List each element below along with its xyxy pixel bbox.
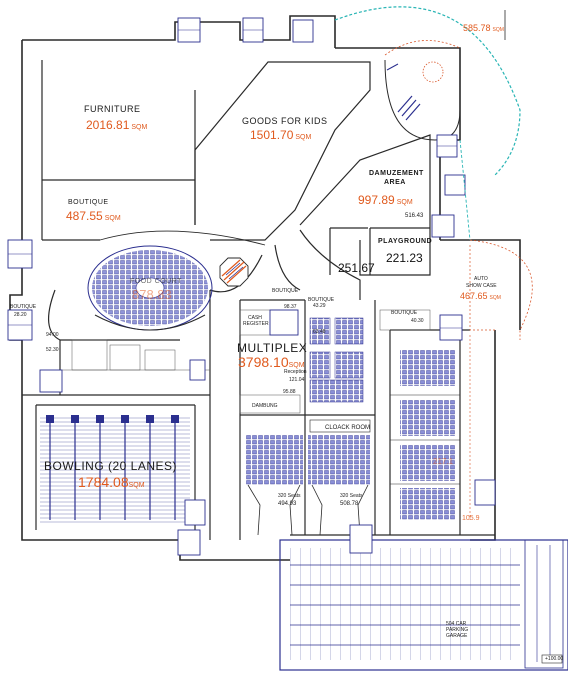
value-28-20: 28.20 [14,312,27,318]
boutique-small-1: BOUTIQUE [10,304,37,310]
value-52-30: 52.30 [46,347,59,353]
top-right-arc [334,6,521,176]
cinema-small-screens [309,317,364,403]
bowling-area: 1784.08SQM [78,474,145,490]
cash-register-line-2: REGISTER [243,321,269,327]
multiplex-label: MULTIPLEX [237,341,308,355]
boutique-small-4: BOUTIQUE [391,310,418,316]
parking-line-1: 504 CAR [446,621,467,627]
goods-for-kids-label: GOODS FOR KIDS [242,116,328,126]
right-corridor-orange [469,245,495,331]
playground-area: 221.23 [386,251,423,265]
room-251-area: 251.67 [338,261,375,275]
value-43-29: 43.29 [313,303,326,309]
cash-register-line-1: CASH [248,315,262,321]
multiplex-area: 3798.10SQM [238,354,305,370]
screen-b-seats: 320 Seats [340,493,363,499]
parking-line-3: GARAGE [446,633,468,639]
central-octagon [219,257,249,287]
value-94-00: 94.00 [46,332,59,338]
value-95-88: 95.88 [283,389,296,395]
value-121-04: 121.04 [289,377,305,383]
food-court-seating [87,245,213,331]
cinema-right-screens [390,350,460,520]
food-court-label: FOOD COURT [130,278,182,285]
playground-label: PLAYGROUND [378,238,433,245]
boutique-left-label: BOUTIQUE [68,199,109,206]
screen-b-area: 508.78 [340,501,359,507]
bowling-label: BOWLING (20 LANES) [44,459,178,473]
top-right-arc-inner [384,40,461,56]
right-curved-boundary [469,239,533,340]
screen-a-area: 494.93 [278,501,297,507]
top-right-circle-room [384,59,461,141]
cloak-room-label: CLOACK ROOM [325,425,371,431]
value-40-30: 40.30 [411,318,424,324]
right-screen-area-1: 217.1 [433,457,454,466]
service-core-details [8,29,462,329]
damuzement-label-1: DAMUZEMENT [369,170,424,177]
parking-line-2: PARKING [446,627,469,633]
right-corridor-dashes [459,139,471,241]
furniture-label: FURNITURE [84,104,141,114]
show-case-label-1: AUTO [474,276,488,282]
show-case-label-2: SHOW CASE [466,283,497,289]
boutique-small-2: BOUTIQUE [272,288,299,294]
bowling-lanes [40,415,190,525]
stair-tag: +100.00 [545,656,564,662]
screen-a-seats: 320 Seats [278,493,301,499]
value-63-48: 63.48 [313,329,326,335]
food-court-area: 878.83 [132,287,172,302]
dambung-label: DAMBUNG [252,403,278,409]
right-screen-area-2: 105.9 [462,515,480,522]
damuzement-sub-area: 516.43 [405,213,424,219]
parking-garage [279,539,568,671]
damuzement-label-2: AREA [384,179,406,186]
boutique-small-3: BOUTIQUE [308,297,335,303]
reception-label: Reception [284,369,307,375]
cinema-hall-left [245,419,371,536]
value-98-37: 98.37 [284,304,297,310]
